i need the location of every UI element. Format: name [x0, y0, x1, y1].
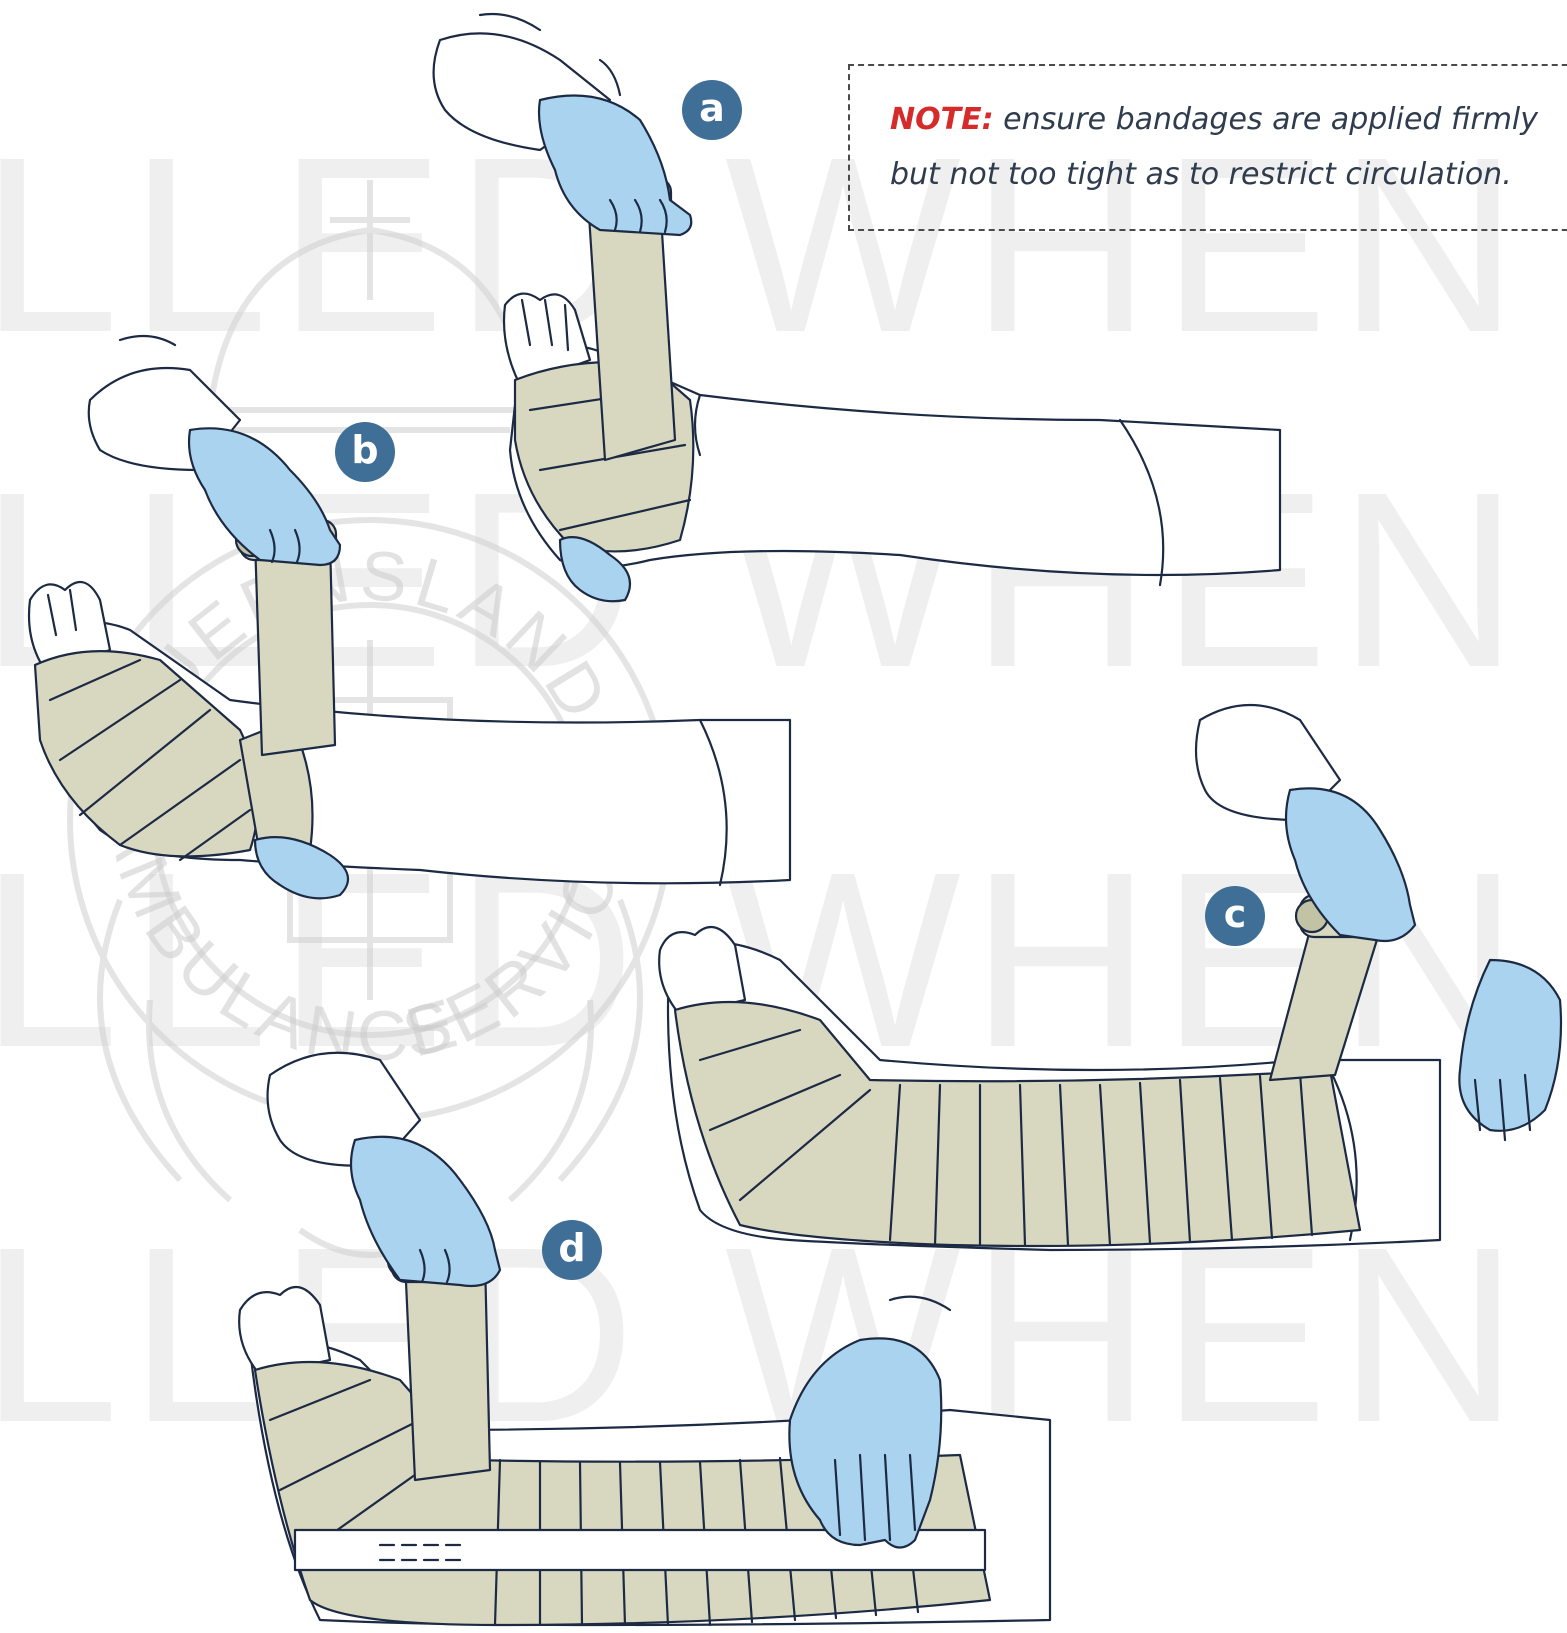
- note-text: NOTE: ensure bandages are applied firmly…: [890, 92, 1567, 202]
- step-badge-a: a: [682, 80, 742, 140]
- step-badge-d: d: [542, 1220, 602, 1280]
- note-label: NOTE:: [890, 102, 994, 137]
- step-c-illustration: [659, 705, 1561, 1250]
- step-badge-c: c: [1205, 886, 1265, 946]
- step-badge-b: b: [335, 422, 395, 482]
